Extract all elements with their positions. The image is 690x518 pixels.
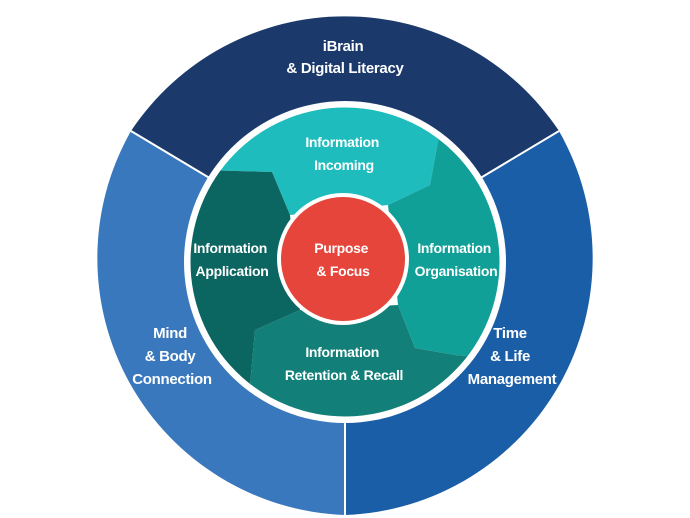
label-information-retention-recall: Information Retention & Recall (285, 344, 403, 383)
label-mind-body-connection: Mind & Body Connection (132, 325, 212, 388)
inner-ring-outline (187, 104, 503, 420)
label-time-life-management: Time & Life Management (468, 325, 557, 388)
label-ibrain: iBrain & Digital Literacy (286, 38, 404, 77)
label-information-incoming: Information Incoming (305, 134, 382, 173)
inner-segment-information-organisation (388, 130, 501, 360)
label-information-application: Information Application (193, 240, 270, 279)
label-information-organisation: Information Organisation (415, 240, 498, 279)
label-purpose-focus: Purpose & Focus (314, 240, 372, 279)
core-circle-purpose-focus (277, 193, 409, 325)
